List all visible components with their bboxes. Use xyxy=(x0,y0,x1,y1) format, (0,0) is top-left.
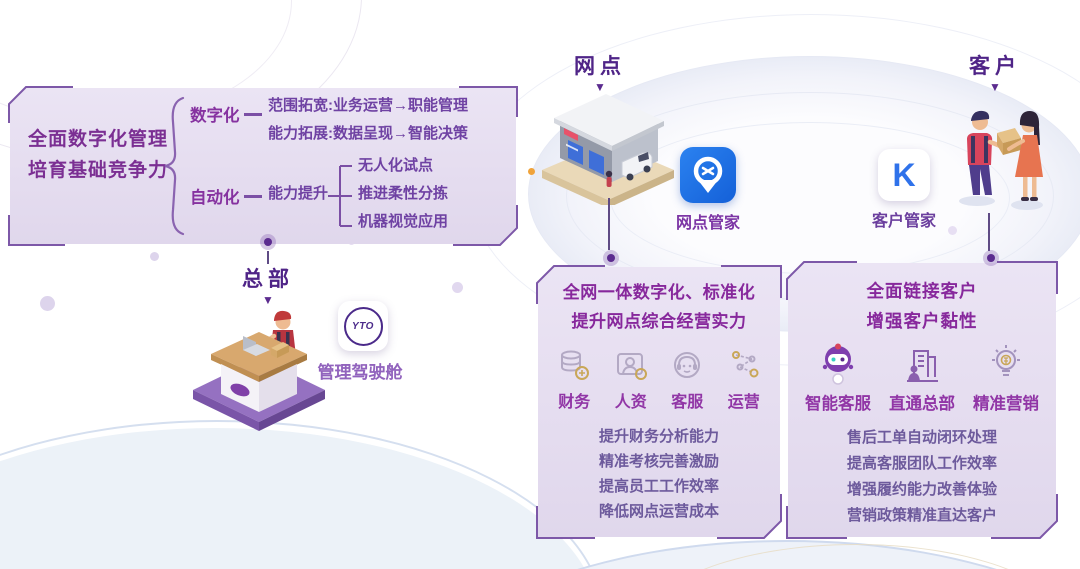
operations-icon xyxy=(731,351,759,378)
outlet-building-illustration xyxy=(542,94,674,205)
outlet-panel-title-line1: 全网一体数字化、标准化 xyxy=(562,283,756,302)
connector-line-outlet xyxy=(608,198,610,250)
strategy-title: 全面数字化管理 培育基础竞争力 xyxy=(28,124,198,186)
outlet-manager-label: 网点管家 xyxy=(675,215,740,232)
bullet-item: 售后工单自动闭环处理 xyxy=(846,429,997,446)
yto-logo-text: YTO xyxy=(352,320,374,332)
bullet-item: 提高员工工作效率 xyxy=(598,478,719,495)
feature-hr: 人资 xyxy=(613,347,649,412)
strategy-panel: 全面数字化管理 培育基础竞争力 数字化 范围拓宽:业务运营→职能管理 能力拓展:… xyxy=(8,86,518,246)
customer-section-label: 客户 ▼ xyxy=(940,50,1050,94)
feature-operations: 运营 xyxy=(726,347,762,412)
feature-label: 智能客服 xyxy=(805,395,871,413)
outlet-section-label: 网点 ▼ xyxy=(545,50,655,94)
orange-accent-dot xyxy=(528,168,535,175)
hq-label: 总部 xyxy=(242,268,294,291)
customer-benefits-panel: 全面链接客户 增强客户黏性 智能客服 xyxy=(786,261,1058,539)
strategy-title-line1: 全面数字化管理 xyxy=(28,129,169,150)
customer-panel-title-line1: 全面链接客户 xyxy=(866,281,978,301)
feature-precision-marketing: 精准营销 xyxy=(973,343,1039,414)
feature-label: 直通总部 xyxy=(889,395,955,413)
digitalization-item: 能力拓展:数据呈现→智能决策 xyxy=(268,125,468,142)
customer-label: 客户 xyxy=(969,55,1021,78)
ground-wash-line xyxy=(0,420,604,569)
customer-manager-app-card[interactable]: K xyxy=(878,149,930,201)
bg-dot xyxy=(150,252,159,261)
panel-corner-frame xyxy=(8,86,518,246)
branch-connector xyxy=(244,195,262,198)
feature-label: 财务 xyxy=(558,394,591,411)
automation-item: 机器视觉应用 xyxy=(358,213,449,230)
feature-label: 运营 xyxy=(727,394,760,411)
outlet-feature-row: 财务 人资 xyxy=(546,347,772,412)
branch-bracket xyxy=(328,165,352,227)
branch-automation-label: 自动化 xyxy=(190,189,240,207)
feature-smart-service: 智能客服 xyxy=(805,343,871,414)
smart-service-robot-icon xyxy=(822,343,854,385)
outlet-manager-app-card[interactable] xyxy=(680,147,736,203)
outlet-panel-title-line2: 提升网点综合经营实力 xyxy=(571,312,747,331)
customer-manager-label: 客户管家 xyxy=(871,213,936,230)
bullet-item: 提升财务分析能力 xyxy=(598,428,719,445)
customer-bullet-list: 售后工单自动闭环处理 提高客服团队工作效率 增强履约能力改善体验 营销政策精准直… xyxy=(788,425,1056,529)
outlet-benefits-panel: 全网一体数字化、标准化 提升网点综合经营实力 财务 xyxy=(536,265,782,539)
bullet-item: 精准考核完善激励 xyxy=(598,453,719,470)
outlet-bullet-list: 提升财务分析能力 精准考核完善激励 提高员工工作效率 降低网点运营成本 xyxy=(538,424,780,524)
bg-dot xyxy=(40,296,55,311)
connector-dot-customer xyxy=(983,250,999,266)
connector-line-hq xyxy=(267,251,269,264)
bg-dot xyxy=(452,282,463,293)
feature-label: 精准营销 xyxy=(973,395,1039,413)
outlet-panel-title: 全网一体数字化、标准化 提升网点综合经营实力 xyxy=(538,278,780,336)
finance-icon xyxy=(561,350,590,380)
precision-marketing-icon xyxy=(992,345,1020,376)
bullet-item: 降低网点运营成本 xyxy=(598,503,719,520)
hq-section-label: 总部 ▼ xyxy=(213,263,323,307)
down-arrow-icon: ▼ xyxy=(989,80,1001,94)
panel-background xyxy=(10,88,516,244)
yto-logo-icon: YTO xyxy=(343,306,383,346)
strategy-title-line2: 培育基础竞争力 xyxy=(28,160,169,181)
feature-label: 客服 xyxy=(671,394,704,411)
hr-icon xyxy=(616,353,647,380)
customer-handoff-illustration xyxy=(959,110,1043,210)
customer-service-icon xyxy=(674,352,701,378)
curly-brace xyxy=(164,96,185,236)
management-cockpit-label: 管理驾驶舱 xyxy=(317,363,403,382)
outlet-label: 网点 xyxy=(574,55,626,78)
customer-feature-row: 智能客服 直通总部 xyxy=(796,343,1048,414)
ground-wash xyxy=(0,428,600,569)
digitalization-item: 范围拓宽:业务运营→职能管理 xyxy=(268,97,468,114)
hq-direct-icon xyxy=(907,350,938,382)
management-cockpit-app-card[interactable]: YTO xyxy=(338,301,388,351)
feature-finance: 财务 xyxy=(556,347,592,412)
customer-manager-app-icon: K xyxy=(892,156,916,193)
automation-item: 推进柔性分拣 xyxy=(358,185,449,202)
automation-item: 无人化试点 xyxy=(358,157,434,174)
down-arrow-icon: ▼ xyxy=(594,80,606,94)
contour-line xyxy=(640,544,1072,569)
connector-dot-hq xyxy=(260,234,276,250)
bullet-item: 营销政策精准直达客户 xyxy=(846,507,997,524)
customer-panel-title-line2: 增强客户黏性 xyxy=(866,311,978,331)
automation-sublabel: 能力提升 xyxy=(268,185,329,202)
feature-label: 人资 xyxy=(614,394,647,411)
branch-digitalization-label: 数字化 xyxy=(190,107,240,125)
connector-line-customer xyxy=(988,213,990,251)
bullet-item: 增强履约能力改善体验 xyxy=(846,481,997,498)
feature-service: 客服 xyxy=(669,347,705,412)
connector-dot-outlet xyxy=(603,250,619,266)
outlet-manager-app-icon xyxy=(693,156,723,193)
bg-dot xyxy=(948,226,957,235)
branch-connector xyxy=(244,113,262,116)
ground-wash xyxy=(430,540,1080,569)
customer-panel-title: 全面链接客户 增强客户黏性 xyxy=(788,276,1056,336)
feature-hq-direct: 直通总部 xyxy=(889,343,955,414)
down-arrow-icon: ▼ xyxy=(262,293,274,307)
bullet-item: 提高客服团队工作效率 xyxy=(846,455,997,472)
